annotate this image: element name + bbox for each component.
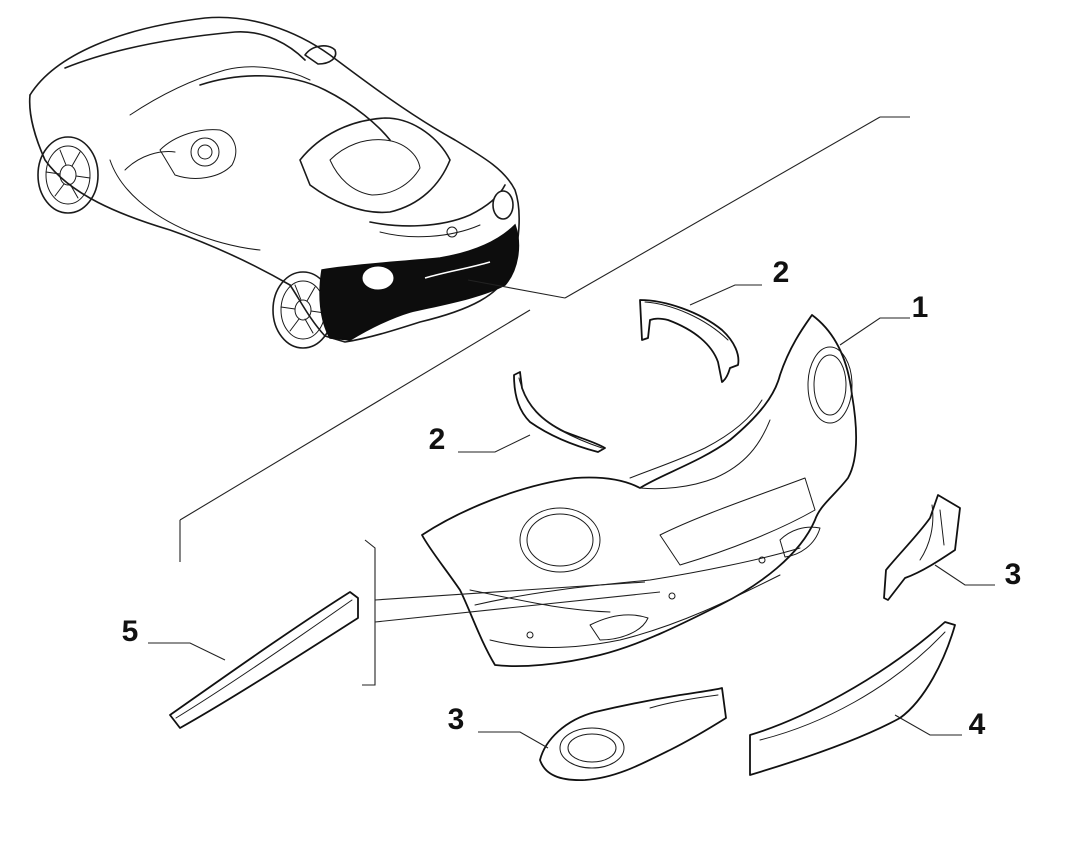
callout-part-3-right: 3 (1004, 558, 1022, 591)
callout-leaders (148, 284, 995, 749)
bracket-part-lower (513, 371, 606, 453)
rear-bumper-part (421, 314, 857, 667)
panel-part (749, 621, 956, 776)
callout-part-2-lower: 2 (428, 423, 446, 456)
duct-part-lower (539, 687, 727, 781)
part-5-bracket-lines (362, 539, 661, 686)
callout-part-4: 4 (968, 708, 986, 741)
bracket-part-upper (639, 299, 740, 383)
projection-frame (179, 116, 910, 562)
duct-part-right (883, 494, 961, 601)
callout-part-5: 5 (121, 615, 139, 648)
car-overview (28, 16, 520, 349)
callout-part-3-lower: 3 (447, 703, 465, 736)
callout-part-1: 1 (911, 291, 929, 324)
strip-part (169, 591, 359, 729)
callout-part-2-upper: 2 (772, 256, 790, 289)
